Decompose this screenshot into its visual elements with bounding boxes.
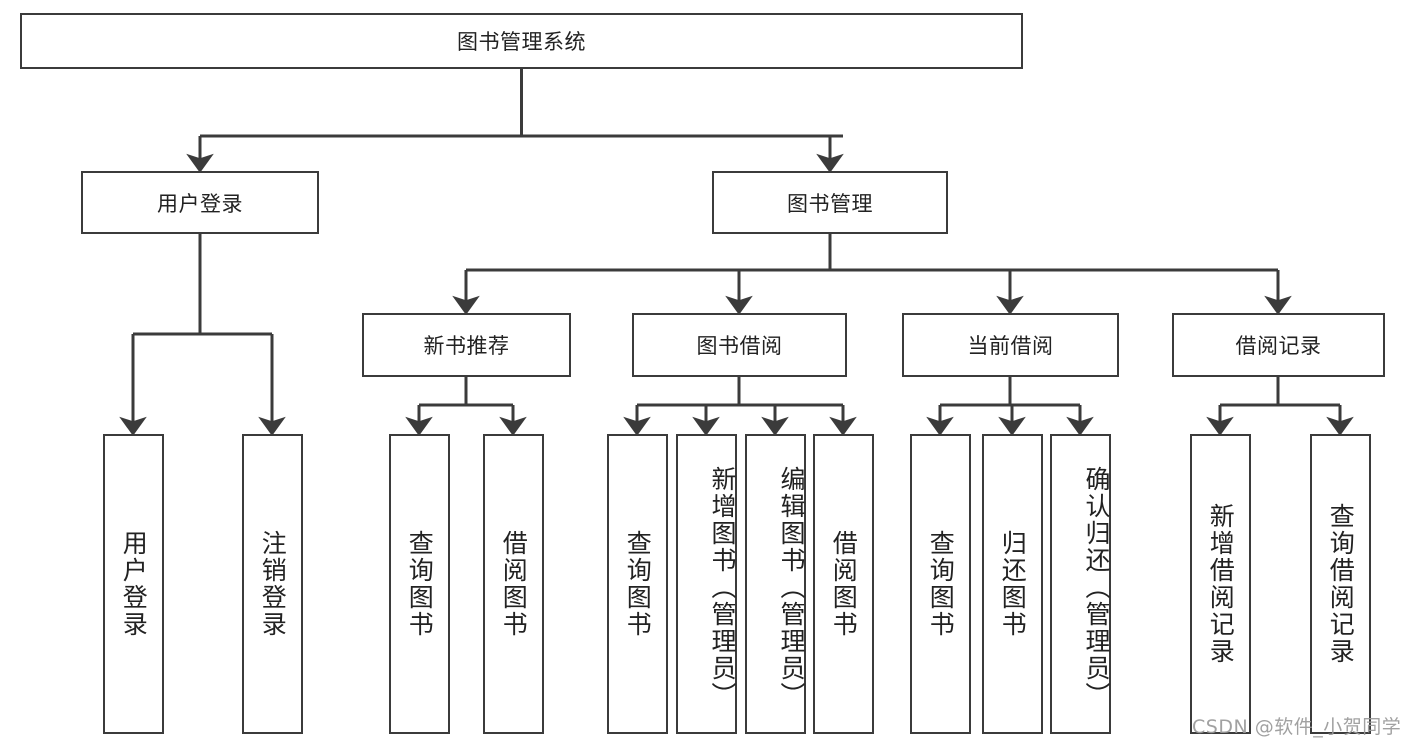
node-leaf-add-record[interactable]: 新增借阅记录 [1190,434,1251,734]
csdn-watermark: CSDN @软件_小贺同学 [1192,716,1402,738]
node-leaf-borrow-book-1[interactable]: 借阅图书 [483,434,544,734]
node-book-manage[interactable]: 图书管理 [712,171,948,234]
node-new-book-rec[interactable]: 新书推荐 [362,313,571,377]
node-leaf-return-book[interactable]: 归还图书 [982,434,1043,734]
node-leaf-user-login[interactable]: 用户登录 [103,434,164,734]
node-root[interactable]: 图书管理系统 [20,13,1023,69]
node-leaf-logout[interactable]: 注销登录 [242,434,303,734]
node-leaf-add-book[interactable]: 新增图书（管理员） [676,434,737,734]
node-leaf-query-record[interactable]: 查询借阅记录 [1310,434,1371,734]
node-current-borrow[interactable]: 当前借阅 [902,313,1119,377]
node-leaf-confirm-return[interactable]: 确认归还（管理员） [1050,434,1111,734]
node-leaf-borrow-book-2[interactable]: 借阅图书 [813,434,874,734]
node-leaf-query-book-1[interactable]: 查询图书 [389,434,450,734]
node-user-login[interactable]: 用户登录 [81,171,319,234]
node-leaf-query-book-3[interactable]: 查询图书 [910,434,971,734]
node-borrow-record[interactable]: 借阅记录 [1172,313,1385,377]
node-book-borrow[interactable]: 图书借阅 [632,313,847,377]
node-leaf-query-book-2[interactable]: 查询图书 [607,434,668,734]
node-leaf-edit-book[interactable]: 编辑图书（管理员） [745,434,806,734]
